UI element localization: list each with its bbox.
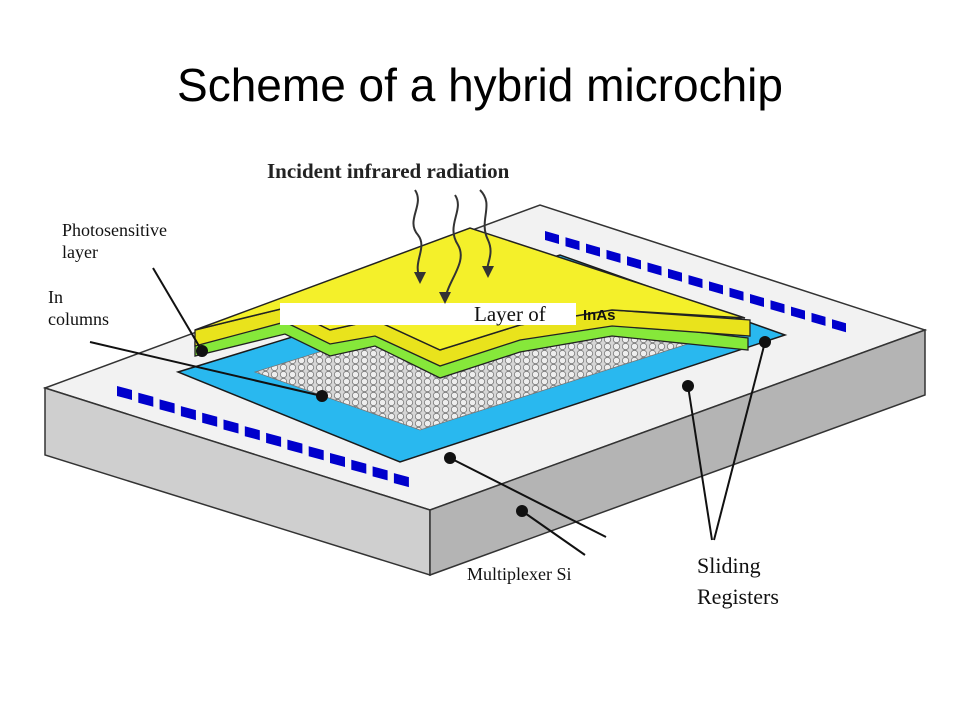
contact-pad (729, 287, 744, 301)
sliding-registers-label: Sliding (697, 553, 761, 578)
contact-pad (606, 249, 621, 263)
contact-pad (202, 412, 218, 427)
in-columns-label: In (48, 287, 63, 307)
contact-pad (586, 243, 600, 257)
contact-pad (330, 453, 345, 467)
contact-pad (372, 466, 388, 481)
layer-label-box (280, 303, 576, 325)
photosensitive-label: Photosensitive (62, 220, 167, 240)
leader-lines (89, 267, 766, 556)
contact-pad (565, 237, 580, 251)
incident-radiation-label: Incident infrared radiation (267, 159, 510, 183)
contact-pad (688, 275, 703, 289)
contact-pad (393, 473, 409, 488)
contact-pad (159, 399, 175, 414)
photosensitive-label-line2: layer (62, 242, 98, 262)
multiplexer-label: Multiplexer Si (467, 564, 572, 584)
contact-pad (750, 294, 764, 307)
contact-pad (351, 459, 367, 474)
contact-pad (832, 319, 846, 333)
inas-label: InAs (583, 307, 616, 324)
contact-pad (308, 446, 324, 461)
in-columns-label-line2: columns (48, 309, 109, 329)
contact-pad (180, 406, 196, 421)
contact-pad (647, 262, 662, 276)
contact-pad (223, 419, 239, 434)
slide-title: Scheme of a hybrid microchip (177, 59, 783, 111)
contact-pad (668, 268, 682, 282)
contact-pad (244, 426, 260, 441)
contact-pad (287, 439, 303, 454)
contact-pad (627, 256, 641, 270)
contact-pad (138, 392, 154, 407)
contact-pad (770, 300, 785, 314)
contact-pad (545, 231, 559, 244)
radiation-arrows (412, 189, 492, 301)
marker-dots (196, 336, 771, 517)
sliding-registers-label-line2: Registers (697, 584, 779, 609)
contact-pad (811, 312, 826, 326)
contact-pads (117, 231, 846, 488)
contact-pad (266, 432, 282, 447)
layer-of-label: Layer of (474, 302, 546, 326)
arrow-heads (414, 266, 494, 304)
contact-pad (117, 386, 132, 400)
contact-pad (791, 306, 805, 320)
contact-pad (709, 281, 723, 295)
